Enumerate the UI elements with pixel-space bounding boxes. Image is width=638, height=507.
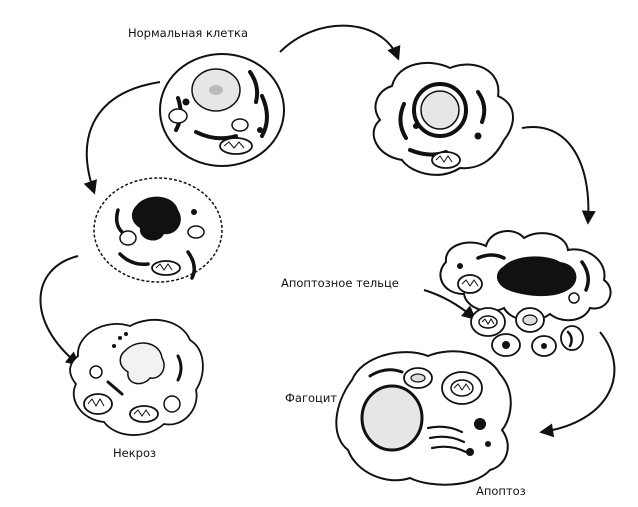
label-phagocyte: Фагоцит	[285, 391, 338, 405]
arrow-fragmentation-to-phagocytosis	[539, 331, 616, 438]
normal-cell-nucleolus	[209, 85, 223, 95]
swollen-cell-nucleus	[131, 196, 181, 241]
necrotic-cell-lysed	[69, 318, 204, 436]
label-apoptotic-body: Апоптозное тельце	[281, 276, 399, 290]
arrow-swelling-to-necrosis	[39, 255, 81, 366]
normal-cell	[159, 53, 285, 167]
label-normal-cell: Нормальная клетка	[128, 26, 249, 40]
phagocyte-cell	[335, 350, 512, 486]
lysed-cell-mito-1	[83, 393, 113, 415]
lysed-cell-nucleus-fragment	[119, 342, 165, 385]
apoptotic-cell-condensed	[372, 61, 514, 176]
normal-cell-mito-1	[168, 108, 188, 124]
fragmenting-cell-nucleus	[496, 256, 577, 297]
arrow-condensation-to-fragmentation	[521, 125, 596, 225]
apoptotic-cell-fragmenting	[439, 230, 612, 322]
arrow-apoptotic-body-pointer	[423, 289, 477, 320]
label-apoptosis: Апоптоз	[476, 484, 526, 498]
necrotic-cell-swelling	[93, 177, 223, 283]
arrow-normal-to-apoptosis	[279, 24, 401, 61]
arrow-normal-to-swelling	[83, 81, 161, 195]
flow-arrows	[39, 24, 616, 438]
apoptotic-bodies	[470, 307, 584, 357]
label-necrosis: Некроз	[113, 446, 157, 460]
condensed-cell-nucleus	[420, 90, 460, 130]
normal-cell-mito-2	[231, 118, 249, 132]
lysed-cell-mito-2	[129, 405, 159, 423]
